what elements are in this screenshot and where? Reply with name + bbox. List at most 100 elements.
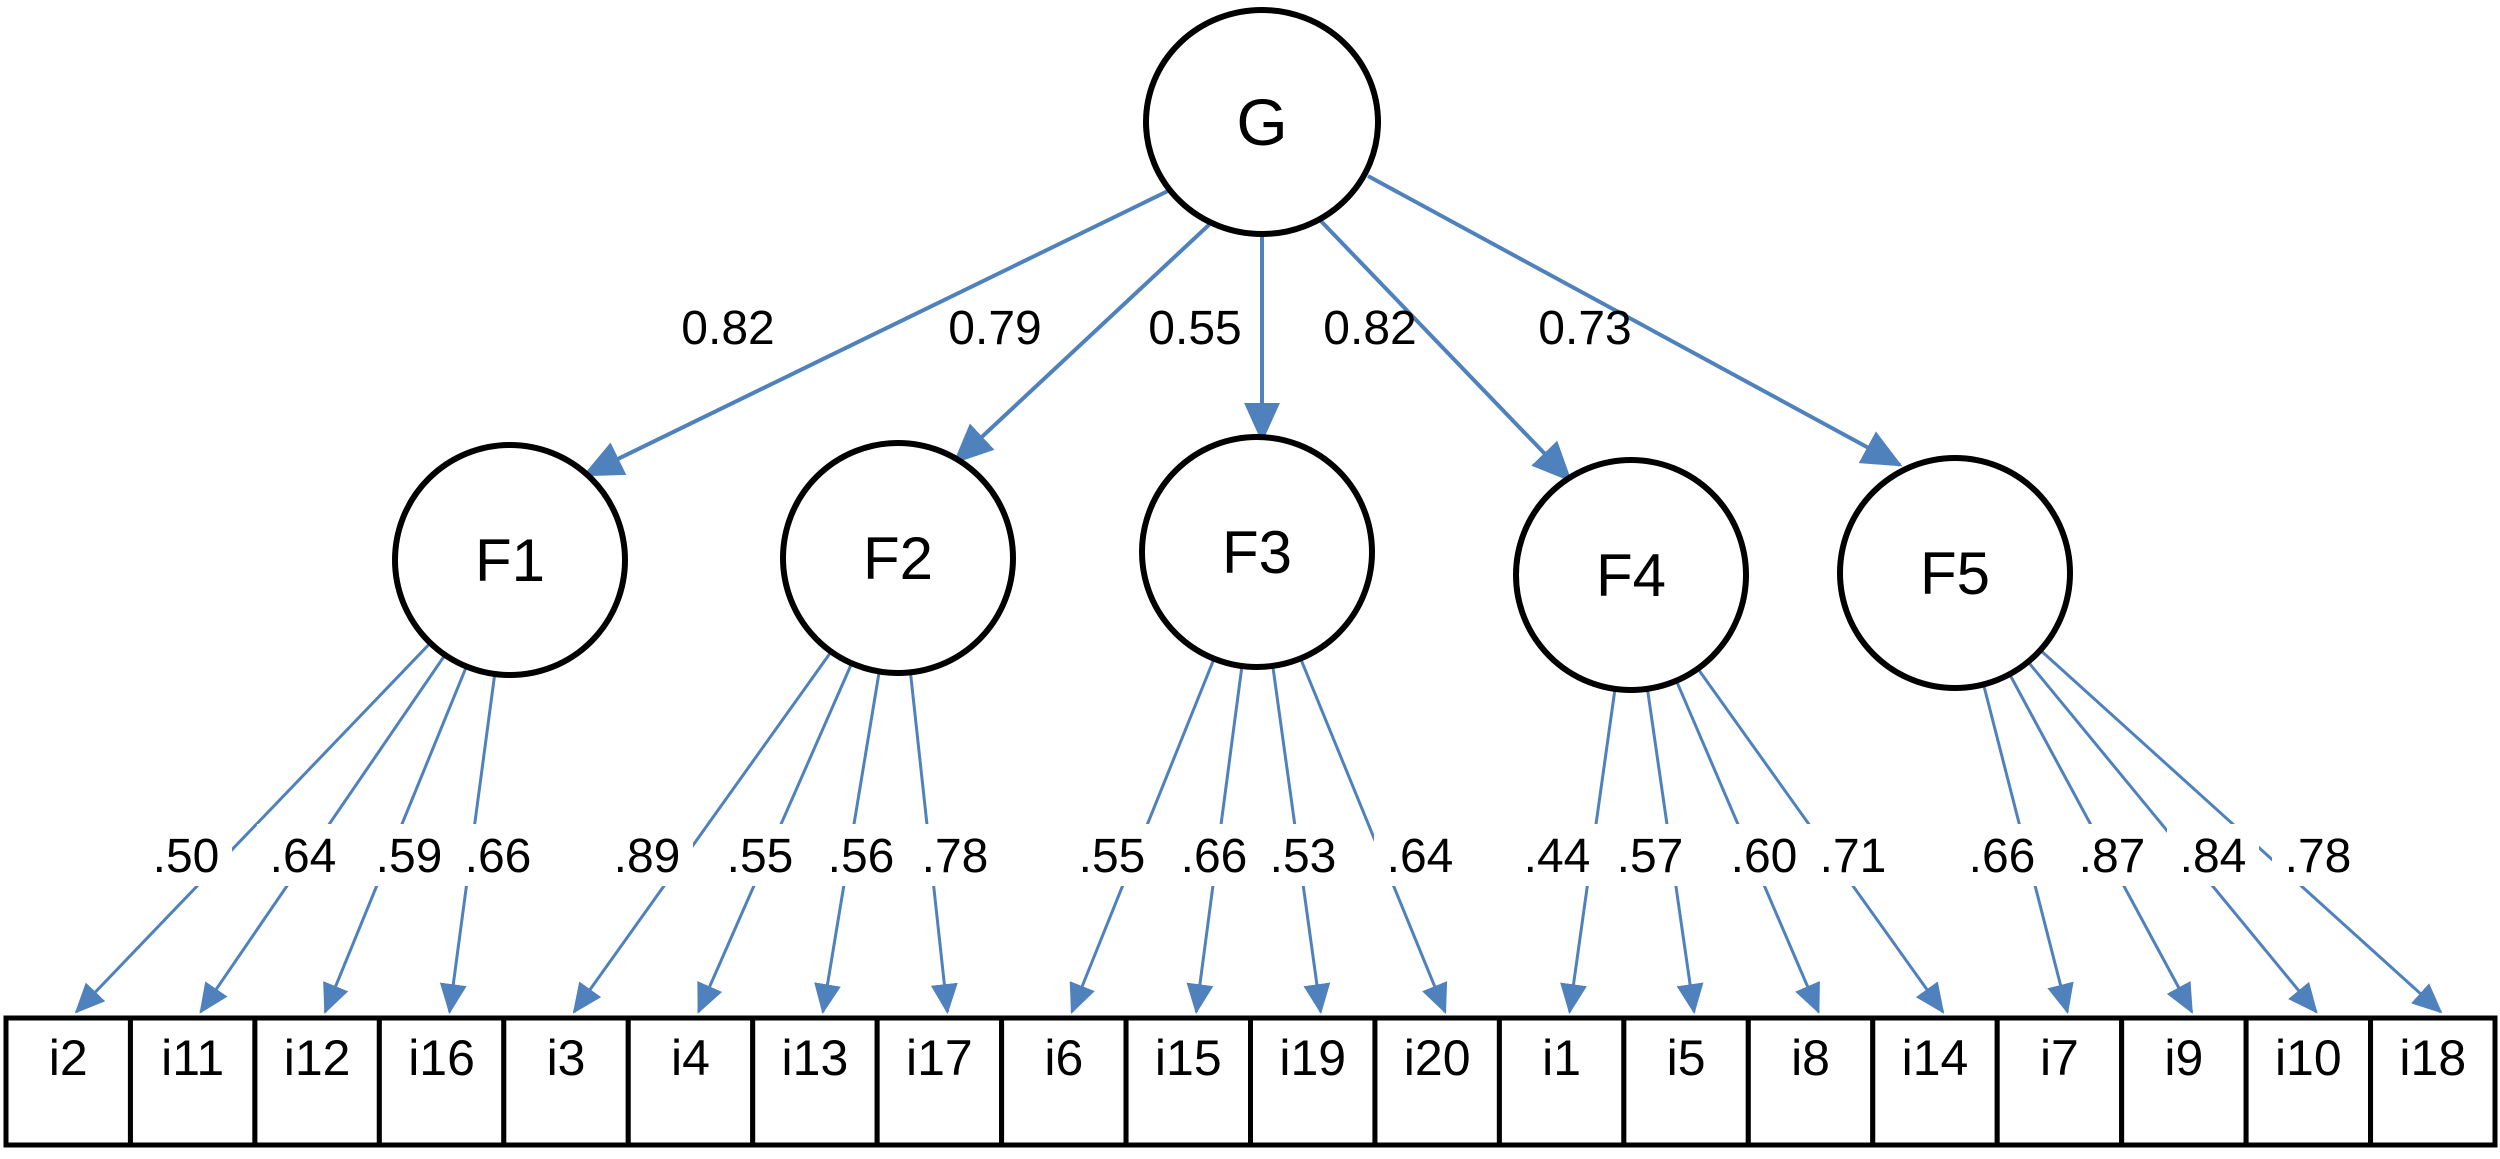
- item-loading-label-bg: [1807, 824, 1899, 886]
- item-loading-label-bg: [1718, 824, 1810, 886]
- item-label: i12: [284, 1030, 351, 1086]
- item-loading-label: .55: [1079, 830, 1146, 883]
- factor-label-f4: F4: [1596, 542, 1666, 609]
- g-to-f4-arrow: [1316, 216, 1572, 483]
- item-loading-label-bg: [452, 824, 544, 886]
- item-box-i18: [2368, 1015, 2498, 1148]
- item-box-i10: [2243, 1015, 2374, 1148]
- item-label: i11: [161, 1030, 224, 1086]
- item-label: i14: [1902, 1030, 1969, 1086]
- item-loading-label-bg: [2272, 824, 2364, 886]
- item-loading-label-bg: [815, 824, 907, 886]
- factor-label-f2: F2: [863, 525, 933, 592]
- item-loading-label: .55: [727, 830, 794, 883]
- factor-node-f5: [1837, 455, 2073, 691]
- factor-node-f2: [780, 440, 1016, 676]
- item-box-i11: [127, 1015, 258, 1148]
- item-loading-label: .78: [2285, 830, 2352, 883]
- g-loading-label-f5: 0.73: [1538, 302, 1631, 355]
- factor-label-f5: F5: [1920, 540, 1990, 607]
- item-loading-label: .66: [1969, 830, 2036, 883]
- g-to-f5-arrow: [1367, 174, 1903, 467]
- item-box-i19: [1248, 1015, 1378, 1148]
- item-box-i16: [376, 1015, 507, 1148]
- item-loading-label-bg: [1604, 824, 1696, 886]
- item-loading-label-bg: [714, 824, 806, 886]
- item-loading-label: .60: [1731, 830, 1798, 883]
- item-label: i19: [1279, 1030, 1346, 1086]
- item-loading-label: .89: [614, 830, 681, 883]
- g-to-f1-arrow: [582, 188, 1171, 477]
- factor-node-f1: [392, 442, 628, 678]
- item-label: i16: [408, 1030, 475, 1086]
- item-label: i15: [1155, 1030, 1222, 1086]
- item-label: i8: [1791, 1030, 1830, 1086]
- item-loading-label: .87: [2079, 830, 2146, 883]
- item-loading-label: .84: [2180, 830, 2247, 883]
- factor-3-item-arrow: [1299, 657, 1448, 1014]
- item-label: i3: [547, 1030, 586, 1086]
- factor-2-item-arrow: [572, 650, 833, 1014]
- g-loading-label-f4: 0.82: [1323, 302, 1416, 355]
- item-loading-label: .64: [1387, 830, 1454, 883]
- factor-label-f3: F3: [1222, 519, 1292, 586]
- item-loading-label-bg: [1066, 824, 1158, 886]
- item-loading-label: .56: [828, 830, 895, 883]
- item-label: i7: [2040, 1030, 2079, 1086]
- item-loading-label: .66: [1181, 830, 1248, 883]
- item-label: i2: [49, 1030, 88, 1086]
- item-box-i20: [1372, 1015, 1502, 1148]
- item-loading-label: .50: [153, 830, 220, 883]
- item-box-i3: [501, 1015, 631, 1148]
- item-loading-label: .57: [1617, 830, 1684, 883]
- item-box-i1: [1496, 1015, 1627, 1148]
- item-box-i7: [1994, 1015, 2125, 1148]
- item-label: i5: [1667, 1030, 1706, 1086]
- item-box-i17: [874, 1015, 1005, 1148]
- g-loading-label-f3: 0.55: [1148, 302, 1241, 355]
- item-label: i9: [2164, 1030, 2203, 1086]
- item-label: i6: [1044, 1030, 1083, 1086]
- item-loading-label-bg: [140, 824, 232, 886]
- item-loading-label-bg: [1168, 824, 1260, 886]
- item-box-i5: [1621, 1015, 1751, 1148]
- item-label: i10: [2275, 1030, 2342, 1086]
- item-loading-label: .44: [1524, 830, 1591, 883]
- item-box-i13: [750, 1015, 880, 1148]
- g-loading-label-f1: 0.82: [681, 302, 774, 355]
- item-loading-label-bg: [1257, 824, 1349, 886]
- factor-node-f4: [1513, 457, 1749, 693]
- item-loading-label-bg: [2066, 824, 2158, 886]
- item-loading-label: .78: [922, 830, 989, 883]
- item-label: i18: [2399, 1030, 2466, 1086]
- item-loading-label: .71: [1820, 830, 1887, 883]
- item-loading-label-bg: [2167, 824, 2259, 886]
- g-to-f2-arrow: [952, 220, 1214, 464]
- item-label: i17: [906, 1030, 973, 1086]
- g-factor-label: G: [1236, 85, 1287, 159]
- factor-label-f1: F1: [475, 527, 545, 594]
- item-loading-label-bg: [909, 824, 1001, 886]
- item-loading-label-bg: [1374, 824, 1466, 886]
- item-label: i1: [1542, 1030, 1581, 1086]
- item-label: i20: [1404, 1030, 1471, 1086]
- factor-node-f3: [1139, 434, 1375, 670]
- item-loading-label-bg: [1956, 824, 2048, 886]
- item-loading-label: .53: [1270, 830, 1337, 883]
- item-box-i15: [1123, 1015, 1254, 1148]
- item-loading-label: .66: [465, 830, 532, 883]
- item-loading-label-bg: [257, 824, 349, 886]
- g-factor-node: [1143, 7, 1381, 237]
- g-loading-label-f2: 0.79: [948, 302, 1041, 355]
- item-loading-label: .59: [376, 830, 443, 883]
- item-label: i4: [671, 1030, 710, 1086]
- item-loading-label: .64: [270, 830, 337, 883]
- item-box-i8: [1745, 1015, 1876, 1148]
- item-label: i13: [782, 1030, 849, 1086]
- item-loading-label-bg: [601, 824, 693, 886]
- item-loading-label-bg: [363, 824, 455, 886]
- item-loading-label-bg: [1511, 824, 1603, 886]
- factor-1-item-arrow: [74, 641, 432, 1014]
